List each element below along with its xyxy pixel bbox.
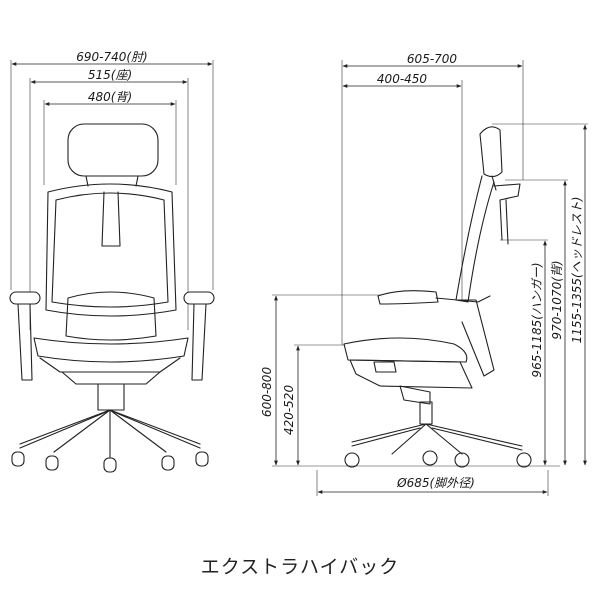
side-view: 605-700 400-450 600-800 420-520 965-1185… <box>260 52 588 496</box>
seat-height-label: 420-520 <box>282 385 296 436</box>
side-chair-drawing <box>343 126 532 468</box>
product-caption: エクストラハイバック <box>200 556 400 578</box>
seat-width-label: 515(座) <box>88 68 132 82</box>
seat-depth-label: 400-450 <box>377 72 428 86</box>
back-height-label: 970-1070(背) <box>550 260 564 339</box>
front-chair-drawing <box>9 123 215 473</box>
back-width-label: 480(背) <box>88 90 132 104</box>
overall-depth-label: 605-700 <box>407 52 458 66</box>
headrest-height-label: 1155-1355(ヘッドレスト) <box>570 197 584 344</box>
front-view: 690-740(肘) 515(座) 480(背) <box>9 50 215 473</box>
base-diameter-label: Ø685(脚外径) <box>396 476 475 490</box>
arm-height-label: 600-800 <box>260 367 274 418</box>
armrest-width-label: 690-740(肘) <box>76 50 148 64</box>
hanger-height-label: 965-1185(ハンガー) <box>530 262 544 377</box>
